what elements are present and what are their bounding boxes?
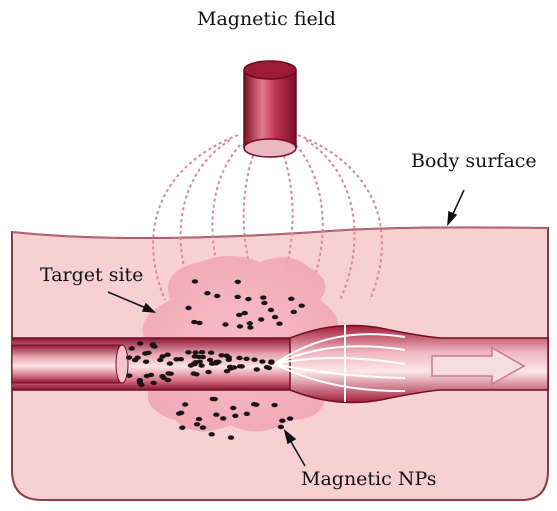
nanoparticle: [247, 325, 253, 329]
nanoparticle: [288, 297, 294, 301]
nanoparticle: [220, 416, 226, 420]
nanoparticle: [167, 361, 173, 365]
nanoparticle: [134, 356, 140, 360]
magnetic-field-label: Magnetic field: [197, 10, 336, 29]
nanoparticle: [137, 341, 143, 345]
magnet: [244, 61, 296, 157]
nanoparticle: [230, 406, 236, 410]
nanoparticle: [299, 304, 305, 308]
nanoparticle: [196, 417, 202, 421]
nanoparticle: [272, 315, 278, 319]
nanoparticle: [138, 383, 144, 387]
nanoparticle: [212, 397, 218, 401]
nanoparticle: [204, 291, 210, 295]
nanoparticle: [145, 351, 151, 355]
nanoparticle: [291, 310, 297, 314]
nanoparticle: [197, 360, 203, 364]
nanoparticle: [268, 308, 274, 312]
nanoparticle: [253, 403, 259, 407]
nanoparticle: [222, 322, 228, 326]
nanoparticle: [198, 363, 204, 367]
nanoparticle: [193, 372, 199, 376]
target-site-label: Target site: [40, 266, 143, 285]
nanoparticle: [176, 411, 182, 415]
nanoparticle: [244, 412, 250, 416]
nanoparticle: [199, 350, 205, 354]
nanoparticle: [264, 365, 270, 369]
nanoparticle: [126, 355, 132, 359]
nanoparticle: [182, 402, 188, 406]
nanoparticle: [196, 321, 202, 325]
nanoparticle: [195, 355, 201, 359]
nanoparticle: [245, 297, 251, 301]
nanoparticle: [224, 369, 230, 373]
nanoparticle: [200, 425, 206, 429]
nanoparticle: [126, 374, 132, 378]
nanoparticle: [209, 432, 215, 436]
nanoparticle: [159, 374, 165, 378]
nanoparticle: [165, 371, 171, 375]
nanoparticle: [258, 317, 264, 321]
nanoparticle: [185, 350, 191, 354]
nanoparticle: [236, 313, 242, 317]
nanoparticle: [208, 351, 214, 355]
nanoparticle: [268, 360, 274, 364]
nanoparticle: [237, 364, 243, 368]
nanoparticle: [159, 354, 165, 358]
nanoparticle: [232, 414, 238, 418]
nanoparticle: [192, 350, 198, 354]
nanoparticle: [214, 294, 220, 298]
nanoparticle: [150, 342, 156, 346]
magnetic-nps-label: Magnetic NPs: [301, 470, 436, 489]
nanoparticle: [144, 374, 150, 378]
nanoparticle: [129, 346, 135, 350]
nanoparticle: [185, 306, 191, 310]
nanoparticle: [218, 353, 224, 357]
nanoparticle: [228, 435, 234, 439]
nanoparticle: [165, 378, 171, 382]
nanoparticle: [261, 301, 267, 305]
nanoparticle: [213, 413, 219, 417]
nanoparticle: [235, 280, 241, 284]
nanoparticle: [242, 311, 248, 315]
nanoparticle: [143, 360, 149, 364]
nanoparticle: [259, 359, 265, 363]
body-surface-pointer-head: [448, 212, 456, 224]
nanoparticle: [254, 367, 260, 371]
nanoparticle: [179, 426, 185, 430]
nanoparticle: [271, 403, 277, 407]
nanoparticle: [247, 321, 253, 325]
nanoparticle: [205, 370, 211, 374]
nanoparticle: [194, 422, 200, 426]
nanoparticle: [278, 425, 284, 429]
body-surface-pointer: [452, 190, 464, 216]
nanoparticle: [287, 416, 293, 420]
nanoparticle: [251, 358, 257, 362]
nanoparticle: [192, 279, 198, 283]
nanoparticle: [207, 358, 213, 362]
nanoparticle: [173, 357, 179, 361]
nanoparticle: [279, 419, 285, 423]
nanoparticle: [236, 356, 242, 360]
nanoparticle: [231, 365, 237, 369]
nanoparticle: [213, 361, 219, 365]
nanoparticle: [150, 381, 156, 385]
nanoparticle: [237, 324, 243, 328]
nanoparticle: [260, 295, 266, 299]
nanoparticle: [235, 295, 241, 299]
nanoparticle: [243, 357, 249, 361]
nanoparticle: [226, 358, 232, 362]
nanoparticle: [276, 322, 282, 326]
body-surface-label: Body surface: [411, 152, 537, 171]
